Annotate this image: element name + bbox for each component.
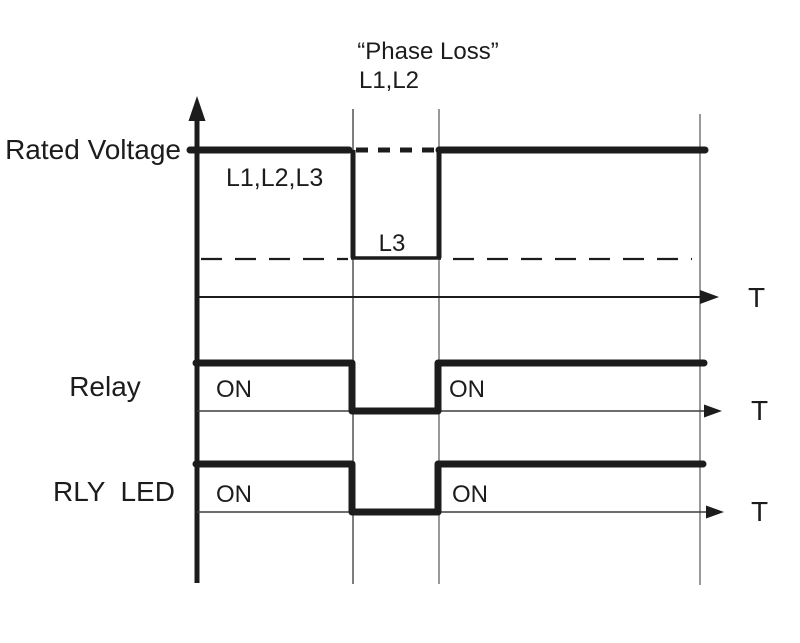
dropped-phase-label: L3 [379,230,406,257]
relay-time-label: T [751,395,768,426]
phase-loss-title: “Phase Loss” [357,38,498,65]
relay-waveform [192,359,708,415]
led-time-label: T [751,496,768,527]
relay-label: Relay [69,371,141,402]
phase-loss-phases-label: L1,L2 [359,67,419,94]
relay-on-before-label: ON [216,376,252,403]
rated-voltage-label: Rated Voltage [5,134,181,165]
all-phases-label: L1,L2,L3 [226,164,323,192]
voltage-axis-arrowhead-icon [188,96,206,121]
led-on-after-label: ON [452,481,488,508]
relay-on-after-label: ON [449,376,485,403]
rly-led-label: RLY LED [53,476,175,507]
led-on-before-label: ON [216,481,252,508]
voltage-time-label: T [748,282,765,313]
led-time-axis-arrowhead-icon [706,505,724,519]
voltage-time-axis-arrowhead-icon [700,290,719,304]
led-waveform [192,460,707,516]
relay-time-axis-arrowhead-icon [704,404,722,418]
